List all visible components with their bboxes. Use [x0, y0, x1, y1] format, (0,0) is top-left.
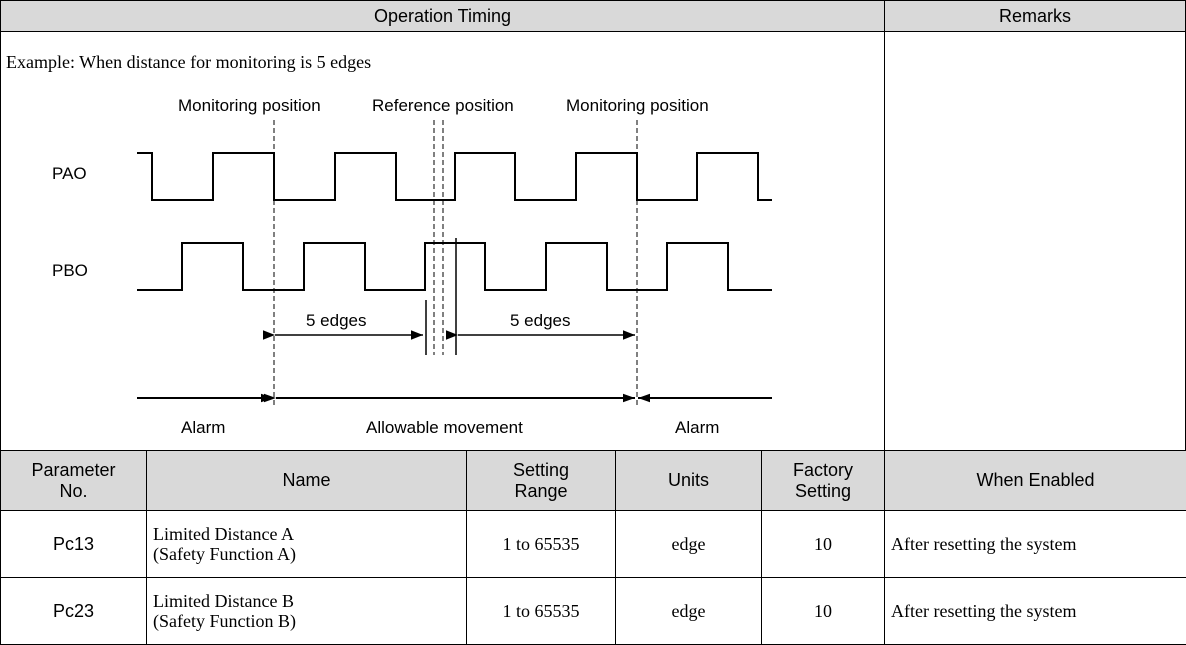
- reference-position-label: Reference position: [372, 96, 514, 115]
- setting-range-cell: 1 to 65535: [467, 511, 616, 578]
- header-factory-line1: Factory: [793, 460, 853, 480]
- param-name-line2: (Safety Function A): [153, 544, 296, 564]
- header-range-line2: Range: [514, 481, 567, 501]
- table-header-row: Parameter No. Name Setting Range Units F…: [1, 451, 1186, 511]
- allowable-movement-label: Allowable movement: [366, 418, 523, 437]
- factory-setting-cell: 10: [762, 578, 885, 645]
- timing-diagram: Monitoring position Reference position M…: [0, 32, 884, 450]
- pbo-waveform: [137, 243, 772, 290]
- table-row: Pc13 Limited Distance A (Safety Function…: [1, 511, 1186, 578]
- header-setting-range: Setting Range: [467, 451, 616, 511]
- table-row: Pc23 Limited Distance B (Safety Function…: [1, 578, 1186, 645]
- edges-right-label: 5 edges: [510, 311, 571, 330]
- when-enabled-cell: After resetting the system: [885, 511, 1186, 578]
- header-parameter-line1: Parameter: [31, 460, 115, 480]
- header-parameter-no: Parameter No.: [1, 451, 147, 511]
- setting-range-cell: 1 to 65535: [467, 578, 616, 645]
- param-name-cell: Limited Distance B (Safety Function B): [147, 578, 467, 645]
- header-range-line1: Setting: [513, 460, 569, 480]
- param-name-cell: Limited Distance A (Safety Function A): [147, 511, 467, 578]
- alarm-right-label: Alarm: [675, 418, 719, 437]
- monitoring-position-label-right: Monitoring position: [566, 96, 709, 115]
- alarm-left-label: Alarm: [181, 418, 225, 437]
- remarks-header: Remarks: [884, 0, 1186, 32]
- parameter-table: Parameter No. Name Setting Range Units F…: [0, 450, 1186, 645]
- edges-left-label: 5 edges: [306, 311, 367, 330]
- operation-timing-header-label: Operation Timing: [374, 6, 511, 27]
- pbo-label: PBO: [52, 261, 88, 280]
- remarks-cell: [884, 32, 1186, 450]
- param-name-line2: (Safety Function B): [153, 611, 296, 631]
- when-enabled-cell: After resetting the system: [885, 578, 1186, 645]
- header-name: Name: [147, 451, 467, 511]
- operation-timing-header: Operation Timing: [0, 0, 884, 32]
- param-no-cell: Pc13: [1, 511, 147, 578]
- units-cell: edge: [616, 511, 762, 578]
- header-factory-setting: Factory Setting: [762, 451, 885, 511]
- param-name-line1: Limited Distance A: [153, 524, 294, 544]
- factory-setting-cell: 10: [762, 511, 885, 578]
- param-name-line1: Limited Distance B: [153, 591, 294, 611]
- header-units: Units: [616, 451, 762, 511]
- header-parameter-line2: No.: [59, 481, 87, 501]
- remarks-header-label: Remarks: [999, 6, 1071, 27]
- monitoring-position-label-left: Monitoring position: [178, 96, 321, 115]
- units-cell: edge: [616, 578, 762, 645]
- pao-waveform: [137, 153, 772, 200]
- param-no-cell: Pc23: [1, 578, 147, 645]
- header-when-enabled: When Enabled: [885, 451, 1186, 511]
- pao-label: PAO: [52, 164, 87, 183]
- header-factory-line2: Setting: [795, 481, 851, 501]
